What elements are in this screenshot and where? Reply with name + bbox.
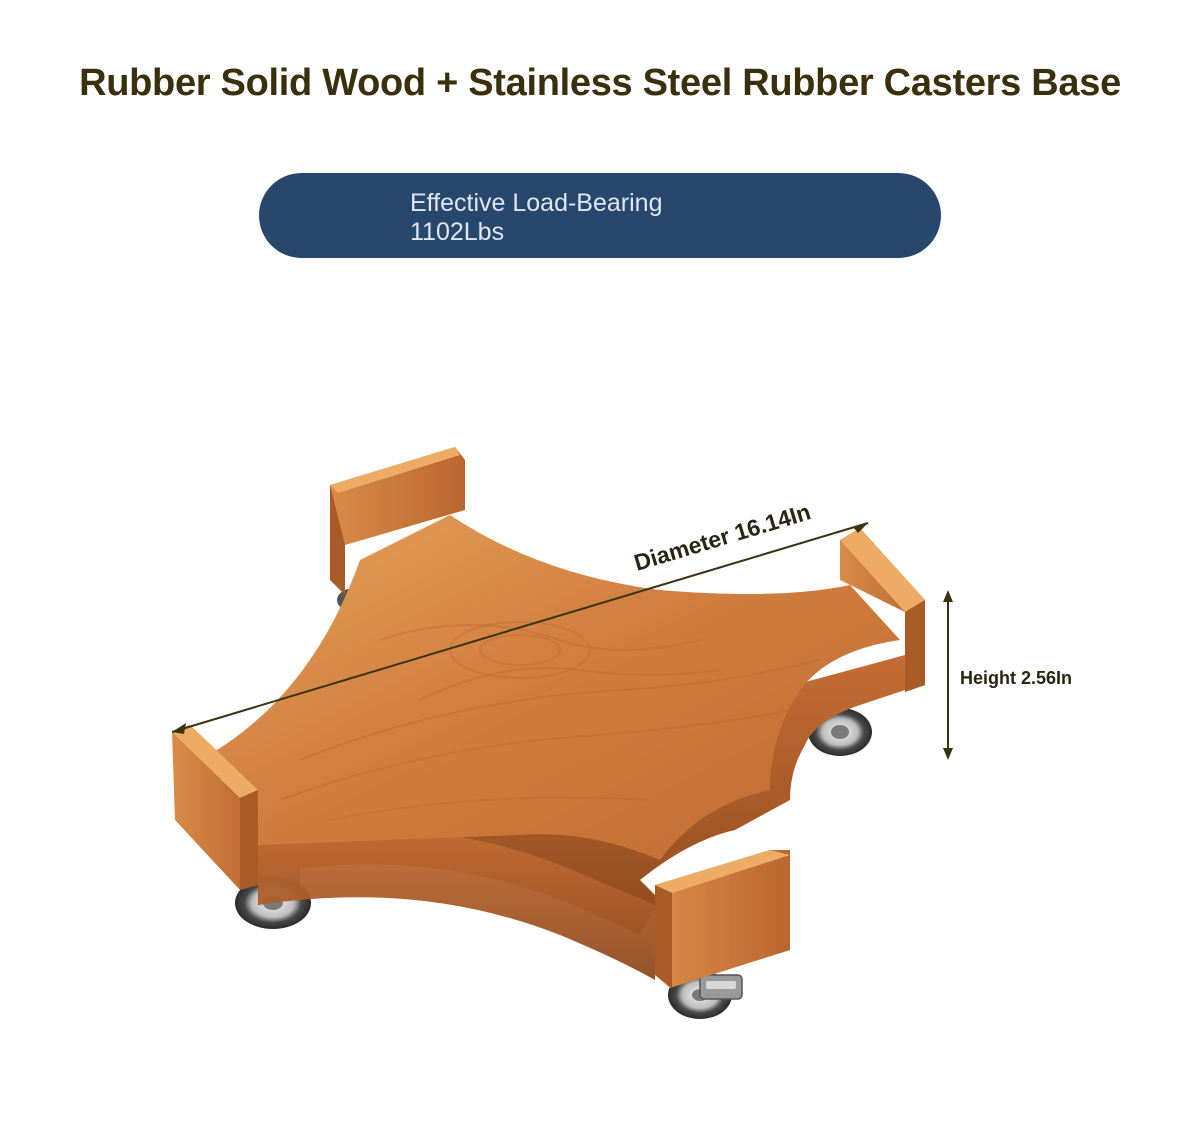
- caster-front-right: [668, 971, 743, 1019]
- height-dimension: Height 2.56In: [943, 590, 1072, 760]
- load-bearing-text: Effective Load-Bearing 1102Lbs: [410, 189, 662, 247]
- base-front-edge: [258, 829, 655, 980]
- diameter-label: Diameter 16.14In: [631, 498, 814, 575]
- load-bearing-badge: Effective Load-Bearing 1102Lbs: [259, 173, 941, 258]
- wood-grain: [279, 621, 821, 821]
- page-title: Rubber Solid Wood + Stainless Steel Rubb…: [79, 62, 1121, 104]
- block-back-right: [840, 528, 925, 692]
- block-back-left: [330, 447, 465, 595]
- block-front-right: [655, 850, 790, 988]
- height-label: Height 2.56In: [960, 668, 1072, 688]
- block-front-left: [172, 725, 258, 890]
- load-bearing-label: Effective Load-Bearing: [410, 189, 663, 217]
- base-top: [200, 515, 900, 860]
- load-bearing-value: 1102Lbs: [410, 218, 505, 246]
